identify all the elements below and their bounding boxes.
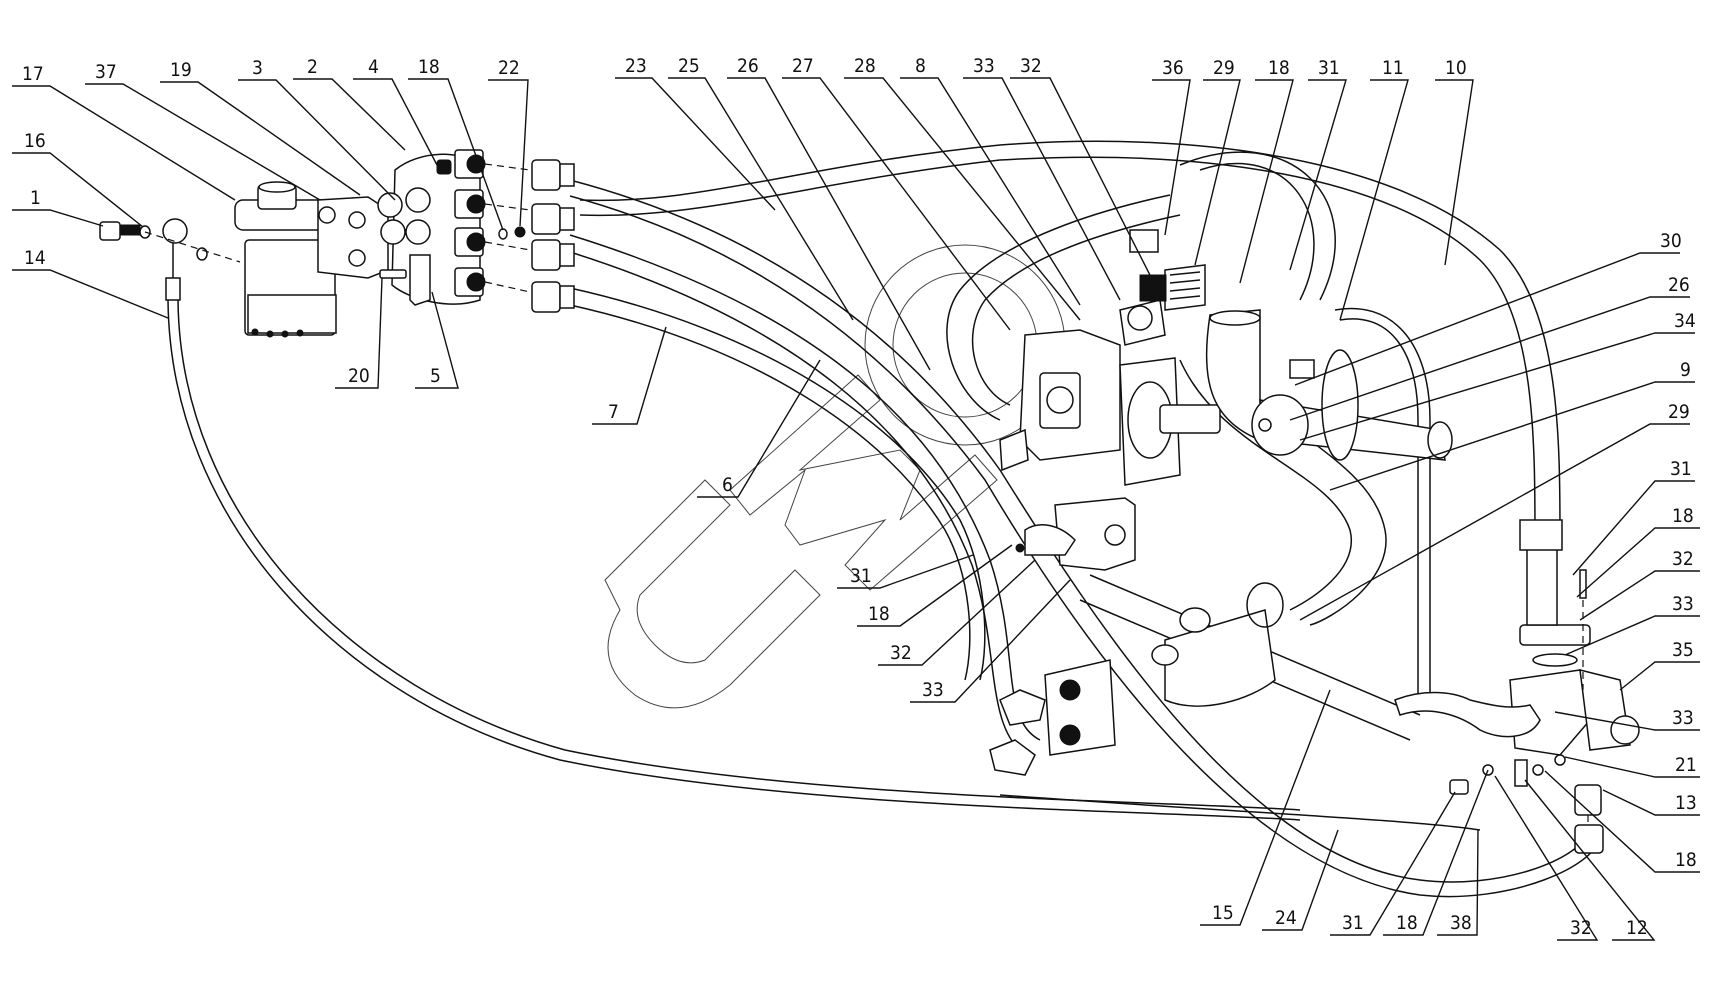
banjo-fitting	[99, 218, 241, 301]
callout: 12	[1626, 917, 1648, 939]
callout: 36	[1162, 57, 1184, 79]
callout: 9	[1680, 359, 1691, 381]
callout: 26	[1668, 274, 1690, 296]
callout: 18	[1396, 912, 1418, 934]
callout: 32	[1570, 917, 1592, 939]
callout: 17	[22, 63, 44, 85]
callout: 11	[1382, 57, 1404, 79]
callout: 38	[1450, 912, 1472, 934]
callout: 31	[1318, 57, 1340, 79]
callout: 32	[890, 642, 912, 664]
callout: 10	[1445, 57, 1467, 79]
callout: 33	[922, 679, 944, 701]
callout: 18	[1675, 849, 1697, 871]
callout: 2	[307, 56, 318, 78]
callout-labels: 17 37 19 3 2 4 18 22 23 25 26 27 28 8 33…	[22, 55, 1697, 939]
callout: 27	[792, 55, 814, 77]
callout: 18	[1672, 505, 1694, 527]
callout: 22	[498, 57, 520, 79]
callout: 23	[625, 55, 647, 77]
callout: 29	[1213, 57, 1235, 79]
callout: 30	[1660, 230, 1682, 252]
callout: 18	[418, 56, 440, 78]
callout: 16	[24, 130, 46, 152]
callout: 29	[1668, 401, 1690, 423]
callout: 18	[1268, 57, 1290, 79]
watermark	[604, 244, 1066, 709]
callout: 37	[95, 61, 117, 83]
callout: 31	[850, 565, 872, 587]
callout: 34	[1674, 310, 1696, 332]
pump-assembly	[999, 229, 1261, 486]
callout: 13	[1675, 792, 1697, 814]
transmission-tube	[1251, 349, 1453, 461]
callout: 31	[1342, 912, 1364, 934]
valve-blocks	[989, 497, 1284, 776]
callout: 26	[737, 55, 759, 77]
callout: 28	[854, 55, 876, 77]
leader-lines	[12, 77, 1700, 941]
manifold-fittings	[377, 149, 531, 306]
callout: 4	[368, 56, 379, 78]
callout: 33	[1672, 593, 1694, 615]
callout: 33	[1672, 707, 1694, 729]
callout: 35	[1672, 639, 1694, 661]
callout: 6	[722, 474, 733, 496]
callout: 1	[30, 187, 41, 209]
control-valve	[1394, 519, 1640, 854]
callout: 32	[1672, 548, 1694, 570]
hose-end-nuts	[531, 159, 575, 313]
steering-unit	[234, 181, 389, 338]
callout: 18	[868, 603, 890, 625]
callout: 25	[678, 55, 700, 77]
callout: 3	[252, 57, 263, 79]
callout: 5	[430, 365, 441, 387]
callout: 21	[1675, 754, 1697, 776]
hoses	[167, 140, 1601, 898]
callout: 15	[1212, 902, 1234, 924]
callout: 33	[973, 55, 995, 77]
callout: 19	[170, 59, 192, 81]
callout: 20	[348, 365, 370, 387]
callout: 31	[1670, 458, 1692, 480]
callout: 32	[1020, 55, 1042, 77]
callout: 8	[915, 55, 926, 77]
callout: 7	[608, 401, 619, 423]
callout: 14	[24, 247, 46, 269]
callout: 24	[1275, 907, 1297, 929]
